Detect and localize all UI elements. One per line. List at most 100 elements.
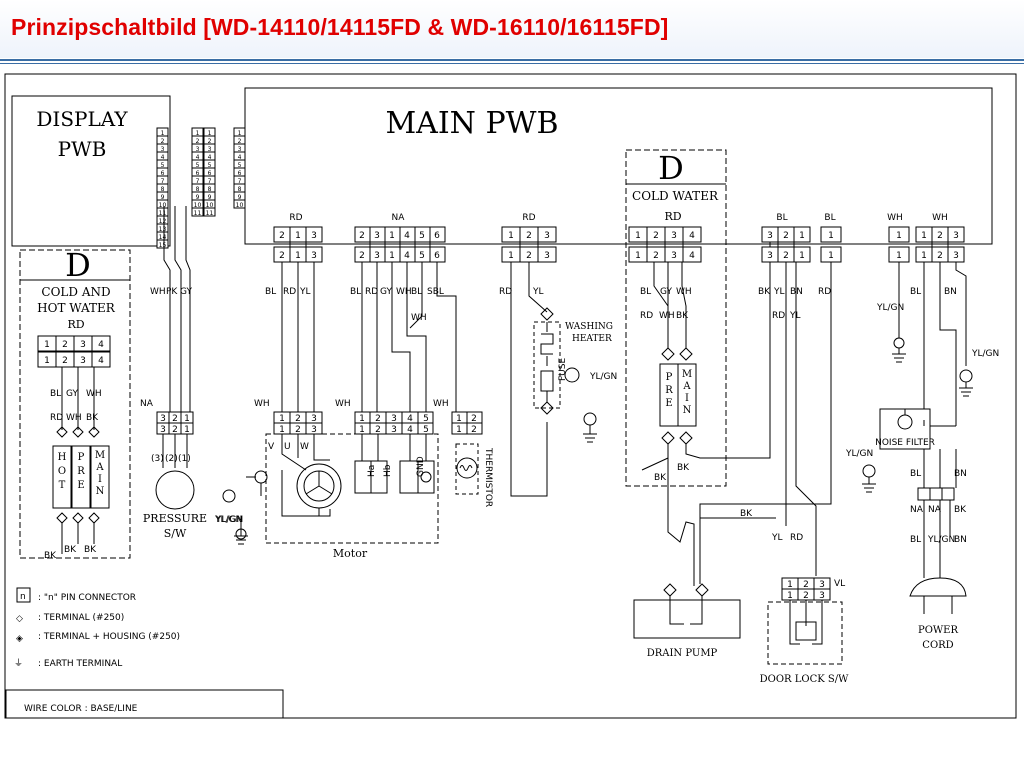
phase-v: V <box>268 442 275 452</box>
wh2-pin-b: 2 <box>937 231 943 241</box>
ribbon-pin-number: 13 <box>159 226 167 233</box>
ribbon-pin-number: 3 <box>196 146 200 153</box>
motor-pin-3b: 3 <box>311 425 317 435</box>
legend-earth-icon: ⏚ <box>14 658 23 669</box>
thermistor-pin-2: 2 <box>471 414 477 424</box>
cw-main-a: A <box>682 381 691 392</box>
na-wire-sbl: SBL <box>427 287 444 297</box>
power-ground-label: YL/GN <box>845 449 873 459</box>
rd2-color: RD <box>522 213 535 223</box>
ribbon-pin-number: 8 <box>208 186 212 193</box>
na-pin-d: 4 <box>404 231 410 241</box>
motor2-pin-4b: 4 <box>407 425 413 435</box>
ribbon-pin-number: 5 <box>161 162 165 169</box>
heater-ground-label: YL/GN <box>589 372 617 382</box>
cw-pin-2: 2 <box>653 231 659 241</box>
rd-connector-1: RD 2 1 3 2 1 3 BL RD YL <box>265 213 323 412</box>
door-pin-1: 1 <box>787 580 793 590</box>
ribbon-pin-number: 6 <box>208 170 212 177</box>
ribbon-pin-number: 11 <box>194 210 202 217</box>
power-cord-1: POWER <box>918 625 959 636</box>
legend: n : "n" PIN CONNECTOR ◇ : TERMINAL (#250… <box>5 587 284 719</box>
cold-water-color: RD <box>664 210 681 223</box>
na-wire-bl2: BL <box>411 287 422 297</box>
door-pin-1b: 1 <box>787 591 793 601</box>
page-title: Prinzipschaltbild [WD-14110/14115FD & WD… <box>11 14 669 40</box>
legend-item-4: : EARTH TERMINAL <box>38 659 122 669</box>
na-connector: NA 2 3 1 4 5 6 2 3 1 4 5 6 BL RD GY WH B… <box>350 213 457 412</box>
bl-pin-c: 1 <box>799 231 805 241</box>
wh1-connector: WH 1 1 YL/GN <box>876 213 910 363</box>
hot-t: T <box>59 480 66 491</box>
ribbon-pin-number: 6 <box>196 170 200 177</box>
rd2-pin-a: 1 <box>508 231 514 241</box>
na-pin-d2: 4 <box>404 251 410 261</box>
cw-pin-3: 3 <box>671 231 677 241</box>
ribbon-pin-number: 15 <box>159 242 167 249</box>
main-pwb-label: MAIN PWB <box>385 106 558 141</box>
bl1-color: BL <box>824 213 835 223</box>
na-pin-c2: 1 <box>389 251 395 261</box>
rd2-pin-b2: 2 <box>526 251 532 261</box>
motor-term-gnd: GND <box>416 456 426 477</box>
bl-wire-bk: BK <box>758 287 771 297</box>
motor-label: Motor <box>333 547 368 560</box>
main-m: M <box>95 450 105 461</box>
pressure-pin-1: 1 <box>184 414 190 424</box>
ribbon-pin-number: 6 <box>161 170 165 177</box>
ribbon-pin-number: 10 <box>236 202 244 209</box>
bl1-wire-rd: RD <box>818 287 831 297</box>
bl-wire-rd: RD <box>772 311 785 321</box>
motor2-pin-3b: 3 <box>391 425 397 435</box>
ribbon-pin-number: 9 <box>238 194 242 201</box>
ribbon-pin-number: 5 <box>238 162 242 169</box>
ribbon-pin-number: 12 <box>159 218 167 225</box>
rd2-pin-c: 3 <box>544 231 550 241</box>
bl-wire-yl: YL <box>773 287 785 297</box>
motor-pin-1: 1 <box>279 414 285 424</box>
ribbon-wire-gy: GY <box>180 287 193 297</box>
bl-pin-b2: 2 <box>783 251 789 261</box>
ribbon-pin-number: 1 <box>161 130 165 137</box>
ch-bottom-bk3: BK <box>84 545 97 555</box>
legend-item-2: : TERMINAL (#250) <box>38 613 124 623</box>
ribbon-wires: WH PK GY <box>150 206 193 426</box>
cw-pin-4: 4 <box>689 231 695 241</box>
heater-line1: WASHING <box>565 322 613 332</box>
motor-conn-color: WH <box>254 399 270 409</box>
header-divider-thin <box>0 63 1024 64</box>
heater-line2: HEATER <box>572 334 612 344</box>
bl-pin-a2: 3 <box>767 251 773 261</box>
pre-p: P <box>78 452 85 463</box>
wh2-wire-bl: BL <box>910 287 921 297</box>
bl-wire-yl2: YL <box>789 311 801 321</box>
na-pin-b: 3 <box>374 231 380 241</box>
na-pin-e: 5 <box>419 231 425 241</box>
ribbon-pin-number: 11 <box>206 210 214 217</box>
ribbon-pin-number: 4 <box>161 154 165 161</box>
rd1-pin-c2: 3 <box>311 251 317 261</box>
cw-wire-rd: RD <box>640 311 653 321</box>
door-pin-3b: 3 <box>819 591 825 601</box>
pressure-pin-2: 2 <box>172 414 178 424</box>
power-cord-2: CORD <box>922 640 953 651</box>
legend-housing-icon: ◈ <box>16 634 23 644</box>
legend-item-1: : "n" PIN CONNECTOR <box>38 593 136 603</box>
legend-item-3: : TERMINAL + HOUSING (#250) <box>38 632 180 642</box>
ribbon-pin-number: 10 <box>206 202 214 209</box>
ribbon-pin-number: 2 <box>238 138 242 145</box>
ribbon-pin-number: 4 <box>238 154 242 161</box>
na-wire-rd: RD <box>365 287 378 297</box>
door-lock-switch: YL RD VL 1 2 3 1 2 3 DOOR LOCK S/W <box>760 533 849 685</box>
wh2-color: WH <box>932 213 948 223</box>
rd2-wire-yl: YL <box>532 287 544 297</box>
fuse-label: FUSE <box>558 358 568 381</box>
ribbon-connectors: 1234567891011121314151234567891011123456… <box>156 127 246 249</box>
thermistor-conn-color: WH <box>433 399 449 409</box>
rd1-pin-b2: 1 <box>295 251 301 261</box>
d-symbol: D <box>65 246 91 284</box>
rd1-pin-a2: 2 <box>279 251 285 261</box>
drain-pump: BK DRAIN PUMP <box>633 458 776 659</box>
na-pin-f: 6 <box>434 231 440 241</box>
ch-pin-4: 4 <box>98 340 104 350</box>
